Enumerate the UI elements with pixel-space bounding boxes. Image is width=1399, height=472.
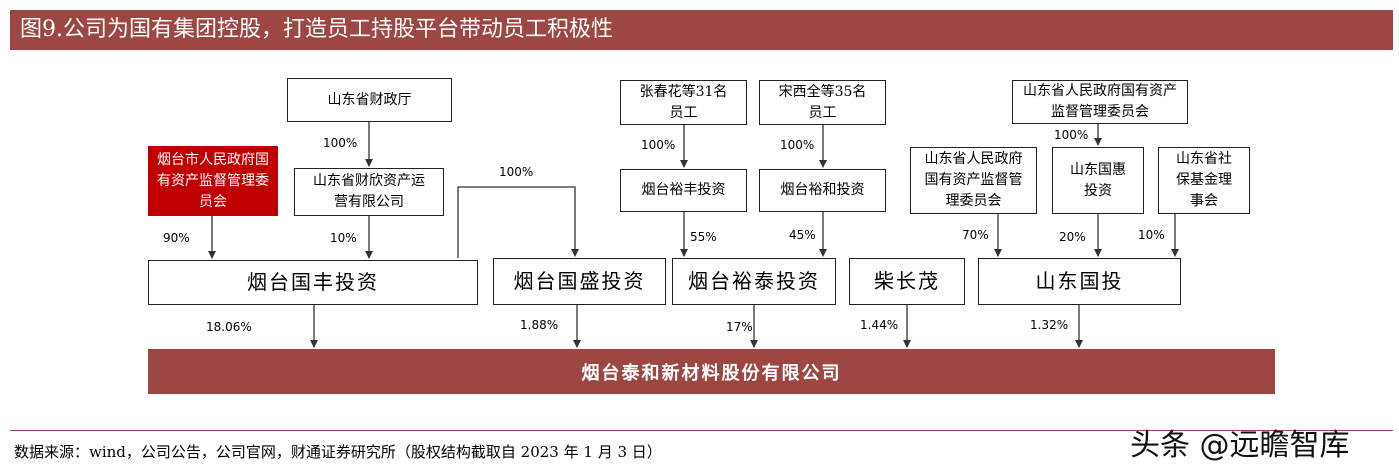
box-shandong-guohui: 山东国惠投资 bbox=[1052, 147, 1144, 214]
pct-yutai-stake: 17% bbox=[726, 320, 753, 334]
pct-guofeng-to-guosheng: 100% bbox=[499, 165, 534, 179]
pct-yuhe-to-yutai: 45% bbox=[789, 228, 816, 242]
figure-title: 图9.公司为国有集团控股，打造员工持股平台带动员工积极性 bbox=[10, 10, 1393, 50]
pct-sasac-to-guohui: 100% bbox=[1054, 128, 1089, 142]
pct-guohui-to-guotou: 20% bbox=[1059, 230, 1086, 244]
pct-zhang-to-yufeng: 100% bbox=[641, 138, 676, 152]
box-chai-changmao: 柴长茂 bbox=[849, 258, 965, 305]
pct-guofeng-stake: 18.06% bbox=[206, 320, 252, 334]
pct-sasac-to-guofeng: 90% bbox=[163, 231, 190, 245]
pct-sasac-to-guotou: 70% bbox=[962, 228, 989, 242]
pct-social-to-guotou: 10% bbox=[1138, 228, 1165, 242]
box-shandong-social-fund: 山东省社保基金理事会 bbox=[1158, 147, 1250, 214]
box-shandong-sasac-mid: 山东省人民政府国有资产监督管理委员会 bbox=[910, 147, 1037, 214]
pct-yufeng-to-yutai: 55% bbox=[690, 230, 717, 244]
source-note: 数据来源：wind，公司公告，公司官网，财通证券研究所（股权结构截取自 2023… bbox=[14, 443, 662, 461]
box-yantai-guosheng: 烟台国盛投资 bbox=[493, 258, 666, 305]
pct-guosheng-stake: 1.88% bbox=[520, 318, 559, 332]
target-company-bar: 烟台泰和新材料股份有限公司 bbox=[148, 349, 1275, 394]
pct-song-to-yuhe: 100% bbox=[780, 138, 815, 152]
box-shandong-guotou: 山东国投 bbox=[978, 258, 1181, 305]
box-shandong-finance-dept: 山东省财政厅 bbox=[287, 78, 452, 122]
box-yantai-yufeng: 烟台裕丰投资 bbox=[620, 169, 747, 212]
pct-finance-to-caixin: 100% bbox=[323, 136, 358, 150]
footer-divider bbox=[10, 430, 1393, 431]
box-yantai-sasac: 烟台市人民政府国有资产监督管理委员会 bbox=[148, 146, 278, 216]
box-zhang-employees: 张春花等31名员工 bbox=[620, 80, 747, 125]
watermark: 头条 @远瞻智库 bbox=[1130, 428, 1350, 463]
box-yantai-yutai: 烟台裕泰投资 bbox=[672, 258, 836, 305]
box-yantai-yuhe: 烟台裕和投资 bbox=[759, 169, 886, 212]
pct-chai-stake: 1.44% bbox=[860, 318, 899, 332]
box-shandong-caixin: 山东省财欣资产运营有限公司 bbox=[294, 168, 444, 216]
box-shandong-sasac-top: 山东省人民政府国有资产监督管理委员会 bbox=[1012, 80, 1188, 124]
pct-guotou-stake: 1.32% bbox=[1030, 318, 1069, 332]
box-song-employees: 宋西全等35名员工 bbox=[759, 80, 886, 125]
box-yantai-guofeng: 烟台国丰投资 bbox=[148, 260, 478, 305]
pct-caixin-to-guofeng: 10% bbox=[330, 231, 357, 245]
